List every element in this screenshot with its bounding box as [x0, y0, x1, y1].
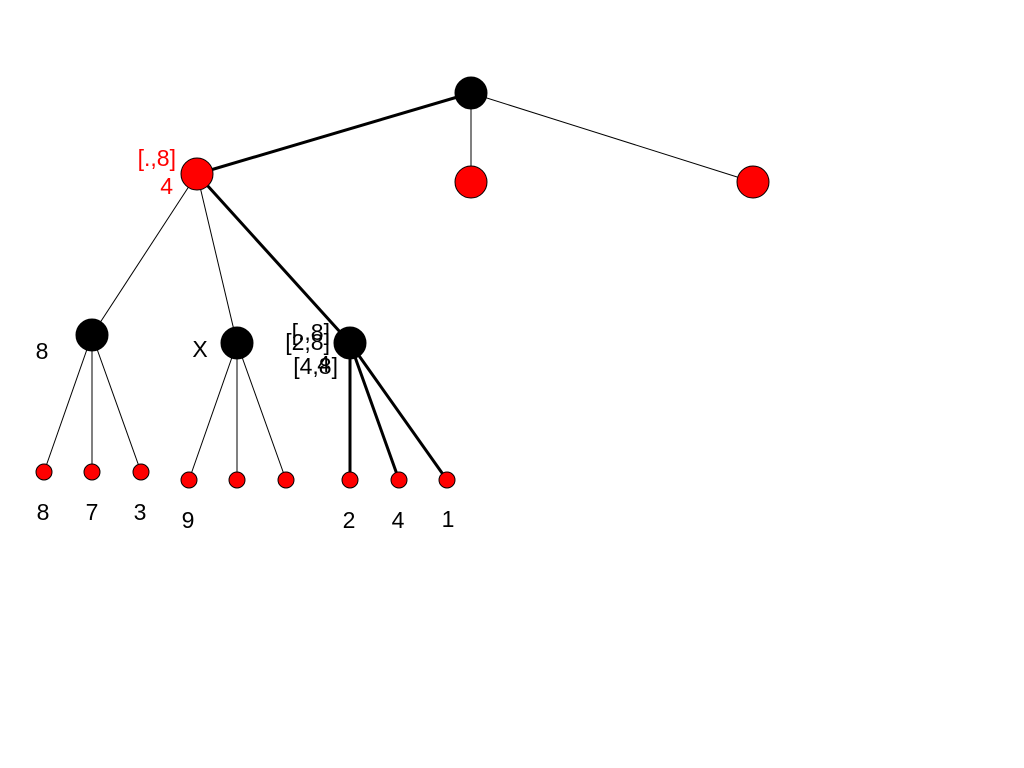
- node-a3-value-label: 4: [317, 351, 330, 377]
- node-a3: [333, 326, 367, 360]
- leaf-l8: [390, 471, 408, 489]
- node-b: [454, 165, 488, 199]
- edge-root-a: [196, 91, 472, 176]
- node-root: [454, 76, 488, 110]
- edge-a-a1: [91, 173, 198, 336]
- leaf-l1: [35, 463, 53, 481]
- tree-nodes: [35, 76, 770, 489]
- edge-a-a2: [196, 173, 238, 344]
- node-a1-value-label: 8: [36, 338, 49, 364]
- leaf-l3-value-label: 3: [134, 499, 147, 525]
- node-a-range-label: [.,8]: [138, 145, 176, 171]
- node-a3-range-label-2: [2,8]: [285, 329, 330, 355]
- leaf-l4: [180, 471, 198, 489]
- leaf-l8-value-label: 4: [392, 507, 405, 533]
- tree-edges: [43, 91, 754, 481]
- node-c: [736, 165, 770, 199]
- edge-a3-l9: [348, 342, 449, 481]
- leaf-l7-value-label: 2: [343, 507, 356, 533]
- leaf-l3: [132, 463, 150, 481]
- leaf-l2: [83, 463, 101, 481]
- leaf-l9-value-label: 1: [442, 506, 455, 532]
- node-a3-range-label-1: [.,8]: [292, 319, 330, 345]
- node-a2-value-label: X: [192, 336, 207, 362]
- edge-root-c: [470, 92, 754, 183]
- leaf-l7: [341, 471, 359, 489]
- edge-a2-l4: [188, 342, 238, 481]
- node-a: [180, 157, 214, 191]
- leaf-l4-value-label: 9: [182, 507, 195, 533]
- node-a2: [220, 326, 254, 360]
- edge-a2-l6: [236, 342, 287, 481]
- edge-a1-l3: [91, 334, 142, 473]
- leaf-l6: [277, 471, 295, 489]
- edge-a1-l1: [43, 334, 93, 473]
- tree-labels: [.,8] 4 8 X [.,8] [2,8] [4,8] 4 8 7 3 9 …: [36, 145, 455, 533]
- node-a1: [75, 318, 109, 352]
- leaf-l1-value-label: 8: [37, 499, 50, 525]
- node-a3-range-label-3: [4,8]: [293, 353, 338, 379]
- edge-a3-l8: [348, 342, 401, 481]
- node-a-value-label: 4: [160, 173, 173, 199]
- leaf-l5: [228, 471, 246, 489]
- leaf-l2-value-label: 7: [86, 499, 99, 525]
- leaf-l9: [438, 471, 456, 489]
- edge-a-a3: [195, 172, 352, 345]
